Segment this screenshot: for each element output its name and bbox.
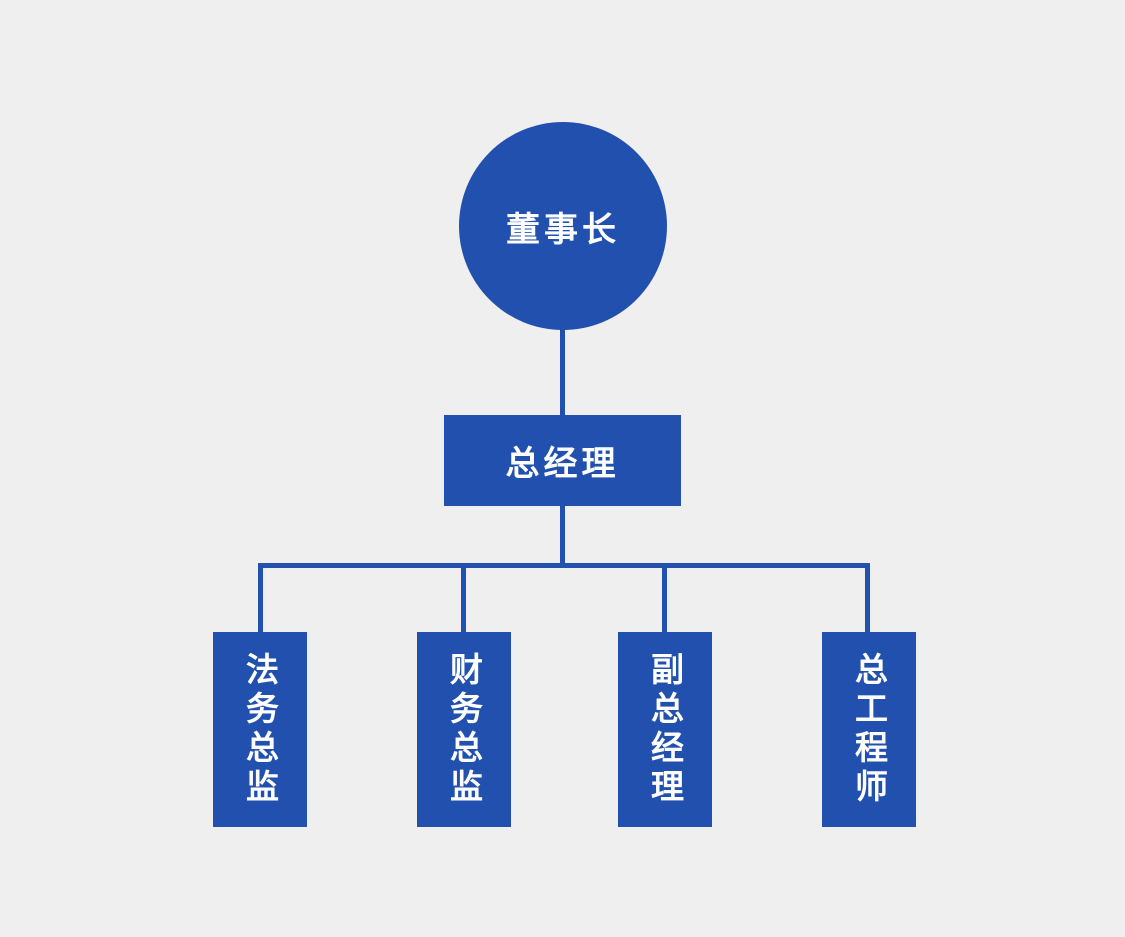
org-node-finance-director-label: 财务总监 xyxy=(445,651,483,808)
org-node-deputy-general-manager-label: 副总经理 xyxy=(646,651,684,808)
connector-chairman-to-general-manager xyxy=(560,328,565,415)
org-node-chairman: 董事长 xyxy=(459,122,667,330)
org-node-chief-engineer: 总工程师 xyxy=(822,632,916,827)
org-node-legal-director-label: 法务总监 xyxy=(241,651,279,808)
connector-bus-to-chief-engineer xyxy=(865,568,870,632)
org-node-legal-director: 法务总监 xyxy=(213,632,307,827)
connector-horizontal-bus xyxy=(258,563,870,568)
org-node-chief-engineer-label: 总工程师 xyxy=(850,651,888,808)
connector-bus-to-deputy-general-manager xyxy=(662,568,667,632)
org-node-general-manager: 总经理 xyxy=(444,415,681,506)
connector-bus-to-legal-director xyxy=(258,568,263,632)
org-node-deputy-general-manager: 副总经理 xyxy=(618,632,712,827)
org-node-chairman-label: 董事长 xyxy=(506,210,620,249)
connector-general-manager-to-bus xyxy=(560,506,565,563)
connector-bus-to-finance-director xyxy=(461,568,466,632)
org-node-finance-director: 财务总监 xyxy=(417,632,511,827)
org-node-general-manager-label: 总经理 xyxy=(505,445,620,483)
